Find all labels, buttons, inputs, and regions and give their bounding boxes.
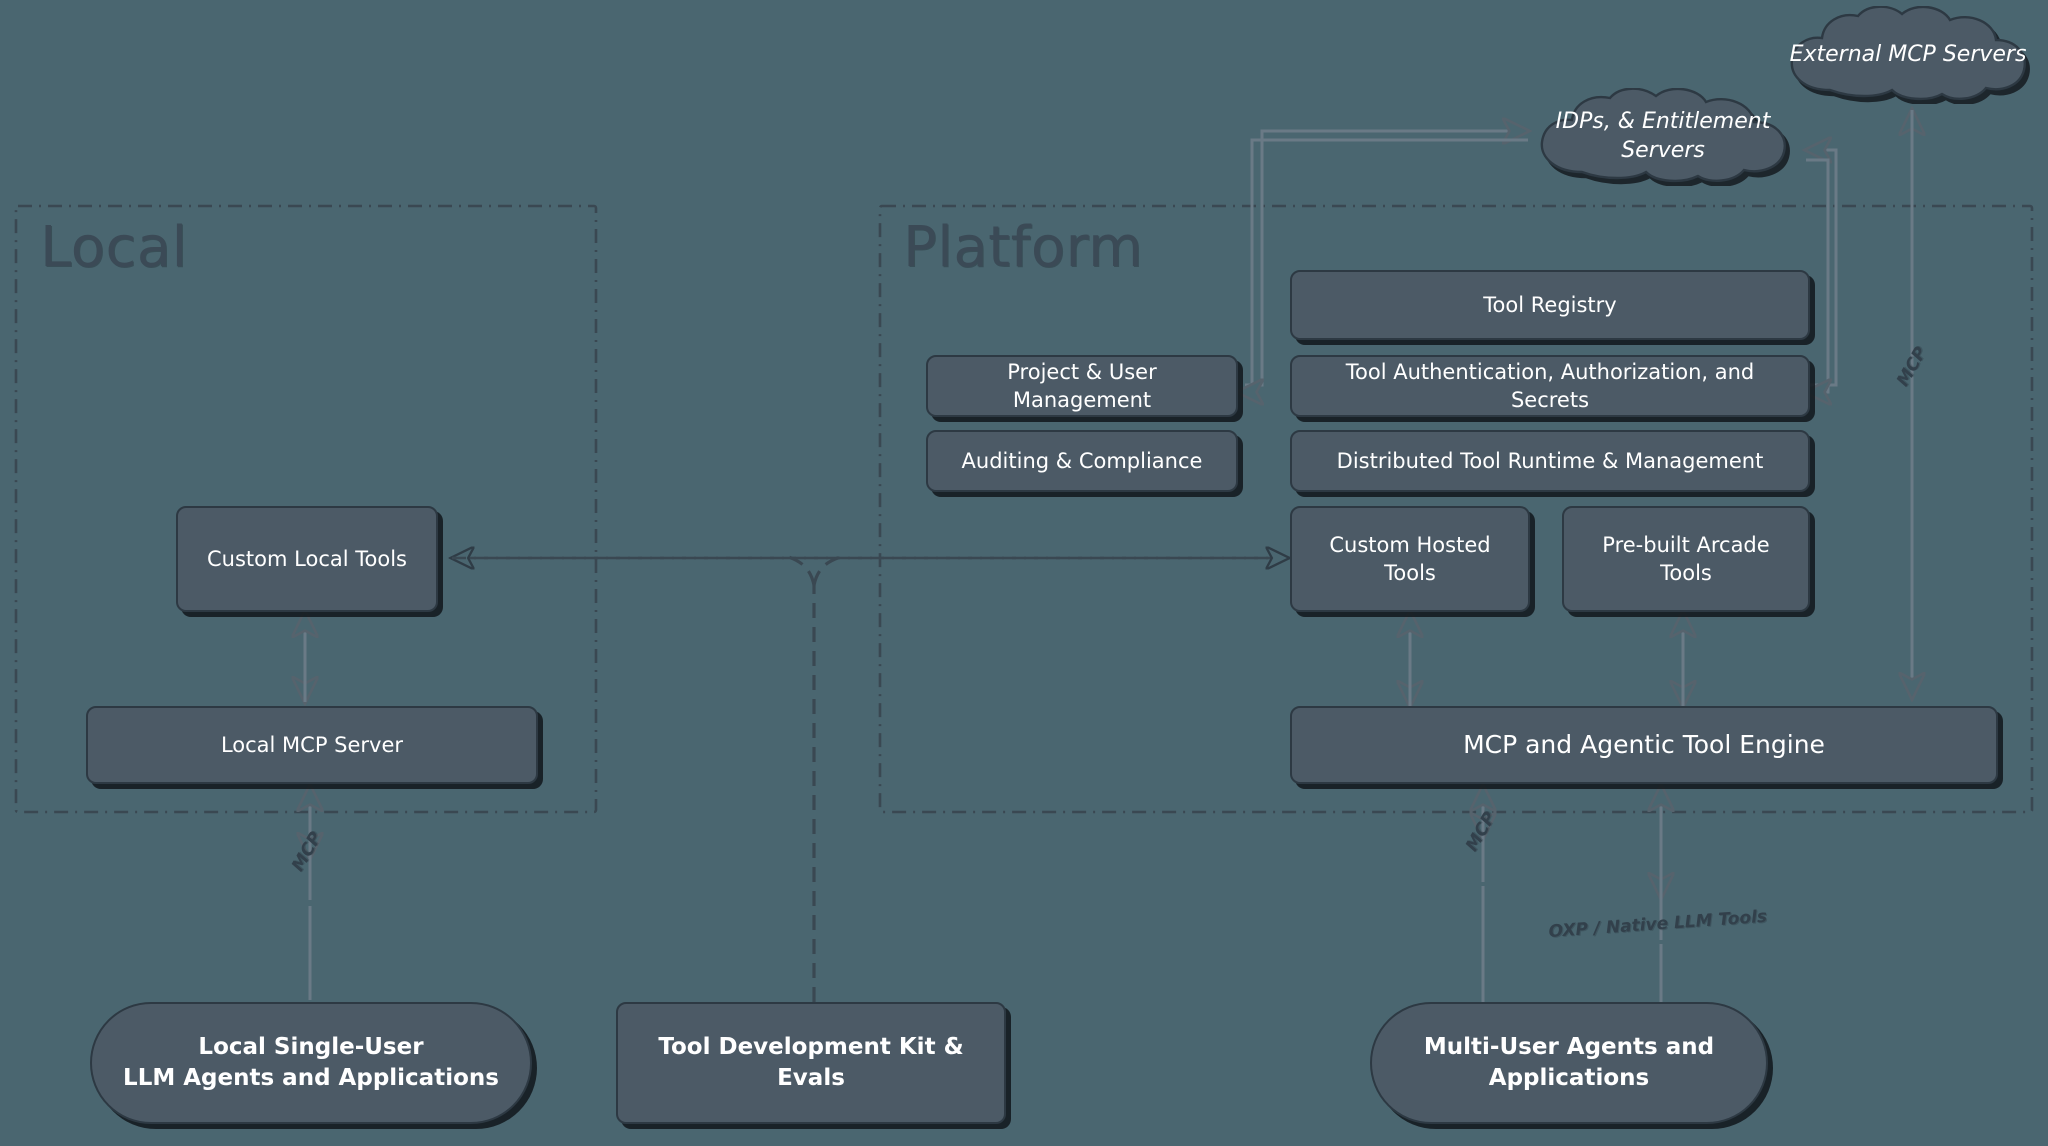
cloud-shape-external bbox=[1790, 6, 2026, 101]
node-tool-development-kit[interactable]: Tool Development Kit & Evals bbox=[616, 1002, 1006, 1124]
node-mcp-agentic-tool-engine[interactable]: MCP and Agentic Tool Engine bbox=[1290, 706, 1998, 784]
edge-tdk-branch-right bbox=[812, 554, 845, 586]
cloud-external-mcp-servers: External MCP Servers bbox=[1778, 6, 2038, 104]
zone-title-local: Local bbox=[40, 215, 188, 280]
node-local-mcp-server[interactable]: Local MCP Server bbox=[86, 706, 538, 784]
edge-project-to-idps bbox=[1245, 131, 1528, 387]
node-tool-authentication[interactable]: Tool Authentication, Authorization, and … bbox=[1290, 355, 1810, 417]
edge-tdk-branch-left bbox=[785, 554, 816, 586]
cloud-label-idps-entitlement-servers: IDPs, & Entitlement Servers bbox=[1555, 109, 1771, 163]
node-custom-hosted-tools[interactable]: Custom Hosted Tools bbox=[1290, 506, 1530, 612]
node-tool-registry[interactable]: Tool Registry bbox=[1290, 270, 1810, 340]
node-prebuilt-arcade-tools[interactable]: Pre-built Arcade Tools bbox=[1562, 506, 1810, 612]
node-auditing-compliance[interactable]: Auditing & Compliance bbox=[926, 430, 1238, 492]
node-local-single-user-agents[interactable]: Local Single-User LLM Agents and Applica… bbox=[90, 1002, 532, 1124]
edge-toolauth-to-idps bbox=[1804, 150, 1838, 387]
node-multi-user-agents[interactable]: Multi-User Agents and Applications bbox=[1370, 1002, 1768, 1124]
cloud-idps-entitlement-servers: IDPs, & Entitlement Servers bbox=[1528, 88, 1798, 186]
node-project-user-management[interactable]: Project & User Management bbox=[926, 355, 1238, 417]
zone-title-platform: Platform bbox=[903, 215, 1144, 280]
edge-label-mcp-platform-agents: MCP bbox=[1462, 808, 1501, 855]
edge-label-mcp-external: MCP bbox=[1893, 343, 1932, 390]
node-distributed-tool-runtime[interactable]: Distributed Tool Runtime & Management bbox=[1290, 430, 1810, 492]
edge-label-oxp-native-llm-tools: OXP / Native LLM Tools bbox=[1548, 906, 1768, 942]
node-custom-local-tools[interactable]: Custom Local Tools bbox=[176, 506, 438, 612]
edge-label-mcp-local: MCP bbox=[288, 828, 327, 875]
cloud-label-external-mcp-servers: External MCP Servers bbox=[1789, 41, 2027, 67]
cloud-shape-idps bbox=[1540, 88, 1786, 183]
